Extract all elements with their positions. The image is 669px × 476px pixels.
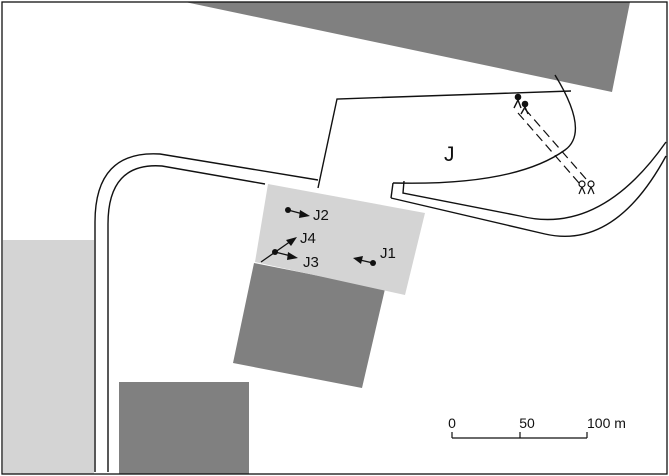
viewpoint-label-j2: J2 xyxy=(313,207,329,224)
scale-bar: 0 50 100 m xyxy=(448,415,626,439)
road-outlines xyxy=(94,74,667,472)
scale-label-50: 50 xyxy=(519,415,535,431)
viewpoint-j3 xyxy=(274,251,298,260)
plaza-j-east-step xyxy=(390,182,394,199)
viewpoint-label-j3: J3 xyxy=(303,254,319,271)
area-label-j: J xyxy=(444,143,455,166)
square-area xyxy=(255,184,425,295)
viewpoint-markers xyxy=(260,207,376,266)
building-north xyxy=(185,2,630,92)
pedestrian-figures-icon xyxy=(513,93,595,195)
building-southwest xyxy=(119,382,249,474)
plaza-j-curved-edge xyxy=(392,74,577,184)
pedestrian-crossing xyxy=(513,93,595,195)
viewpoint-label-j1: J1 xyxy=(380,245,396,262)
crossing-line-left xyxy=(517,112,580,184)
road-east-inner-edge xyxy=(402,141,667,221)
crossing-line-right xyxy=(524,108,587,180)
scale-label-0: 0 xyxy=(448,415,456,431)
road-west-inner-edge xyxy=(107,165,266,472)
road-east-outer-edge xyxy=(390,155,667,238)
viewpoint-j2 xyxy=(285,207,310,218)
road-west-outer-edge xyxy=(94,153,319,472)
viewpoint-label-j4: J4 xyxy=(300,230,316,247)
building-center xyxy=(233,263,385,388)
viewpoint-j1 xyxy=(353,256,376,266)
block-west xyxy=(3,240,94,474)
plaza-j-north-edge xyxy=(317,90,572,189)
scale-label-100m: 100 m xyxy=(587,415,626,431)
